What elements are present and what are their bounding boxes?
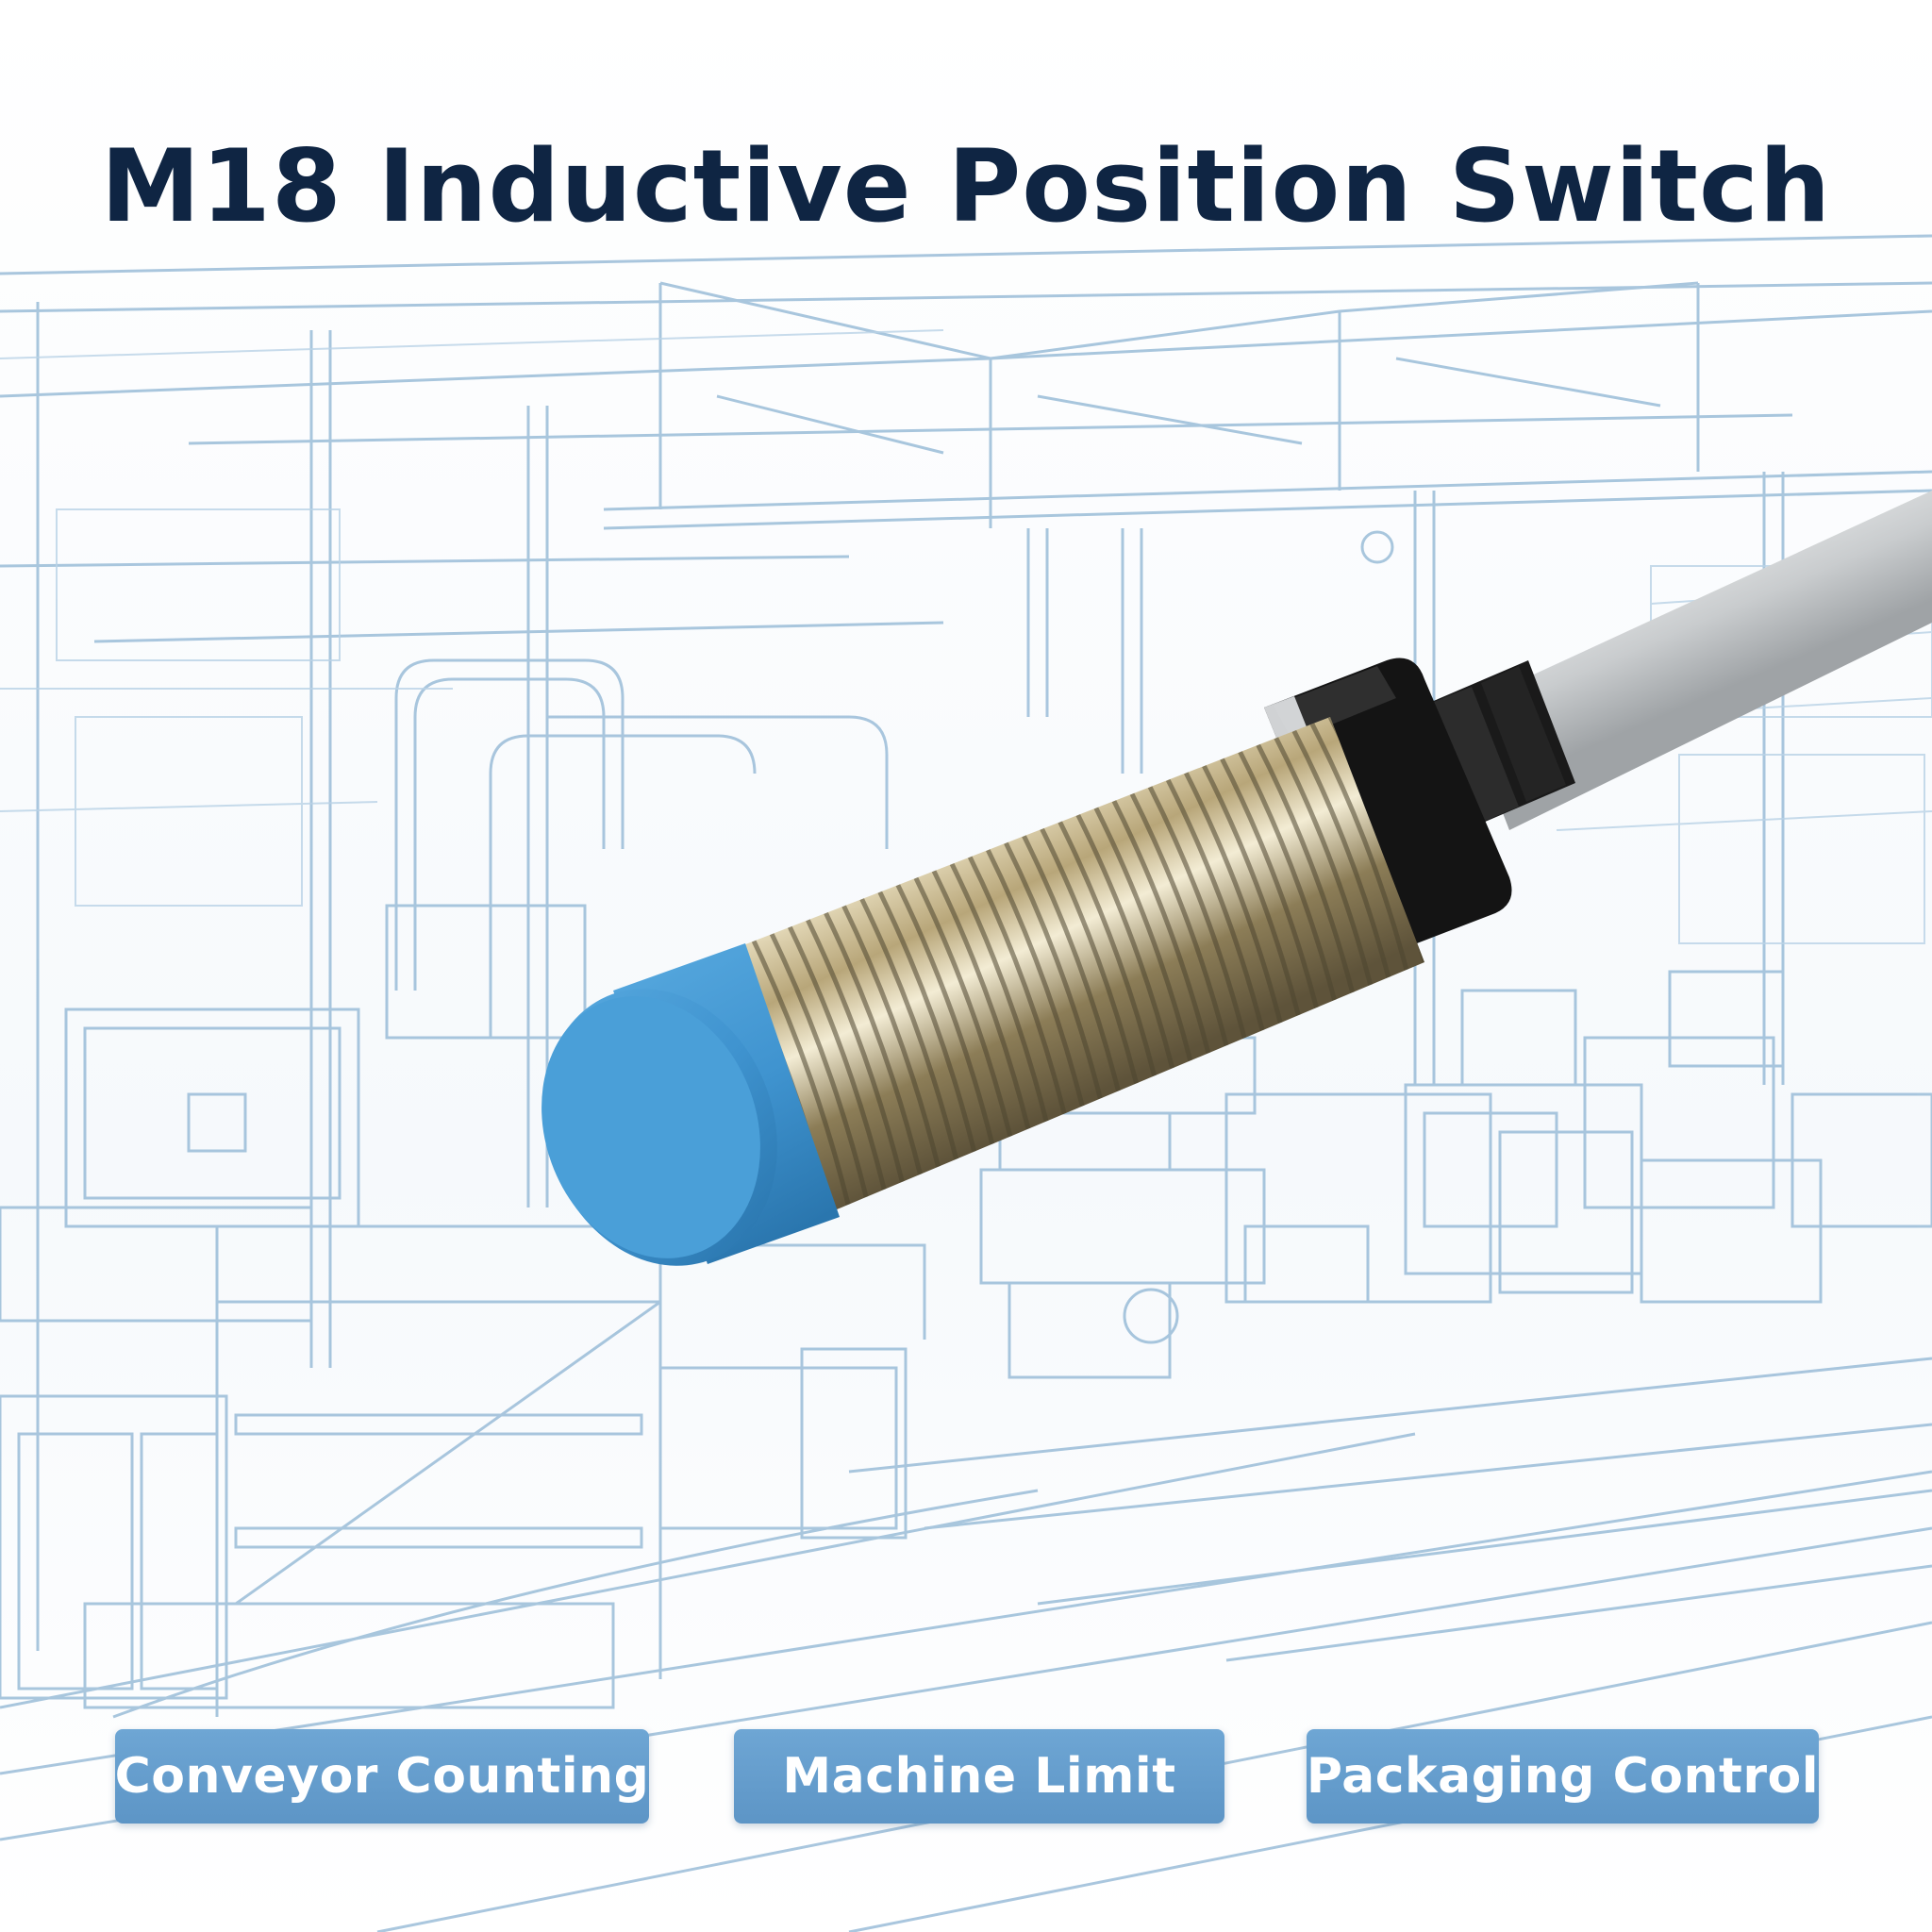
thread-ridge	[877, 891, 977, 1153]
thread-ridge	[806, 919, 905, 1183]
page-title: M18 Inductive Position Switch	[100, 128, 1832, 244]
thread-ridge	[788, 925, 887, 1191]
thread-ridge	[1291, 729, 1391, 978]
thread-ridge	[1309, 723, 1409, 971]
thread-ridge	[1147, 786, 1247, 1039]
thread-ridge	[769, 933, 869, 1198]
thread-ridge	[841, 905, 941, 1168]
thread-ridge	[895, 884, 995, 1145]
thread-ridge	[1004, 841, 1103, 1100]
thread-ridge	[824, 911, 923, 1175]
thread-ridge	[986, 848, 1085, 1108]
thread-ridge	[1165, 778, 1265, 1031]
thread-ridge	[931, 870, 1031, 1130]
thread-ridge	[1058, 821, 1158, 1077]
thread-ridge	[1238, 750, 1337, 1001]
tag-conveyor-counting: Conveyor Counting	[115, 1729, 649, 1824]
thread-ridge	[1202, 764, 1301, 1016]
thread-ridge	[751, 940, 851, 1206]
thread-ridge	[949, 862, 1049, 1123]
thread-ridge	[913, 876, 1013, 1138]
thread-ridge	[1220, 758, 1319, 1008]
thread-ridge	[1129, 792, 1229, 1046]
thread-ridge	[1040, 827, 1139, 1085]
thread-ridge	[1256, 743, 1356, 993]
thread-ridge	[1093, 807, 1193, 1062]
thread-ridge	[1075, 813, 1175, 1070]
thread-ridge	[1274, 737, 1374, 986]
tag-machine-limit: Machine Limit	[734, 1729, 1224, 1824]
thread-ridge	[1184, 772, 1283, 1024]
thread-ridge	[1022, 835, 1121, 1092]
thread-ridge	[859, 897, 959, 1160]
application-tags: Conveyor Counting Machine Limit Packagin…	[0, 1729, 1932, 1824]
tag-packaging-control: Packaging Control	[1307, 1729, 1819, 1824]
thread-ridge	[1111, 799, 1211, 1054]
thread-ridge	[967, 856, 1067, 1115]
